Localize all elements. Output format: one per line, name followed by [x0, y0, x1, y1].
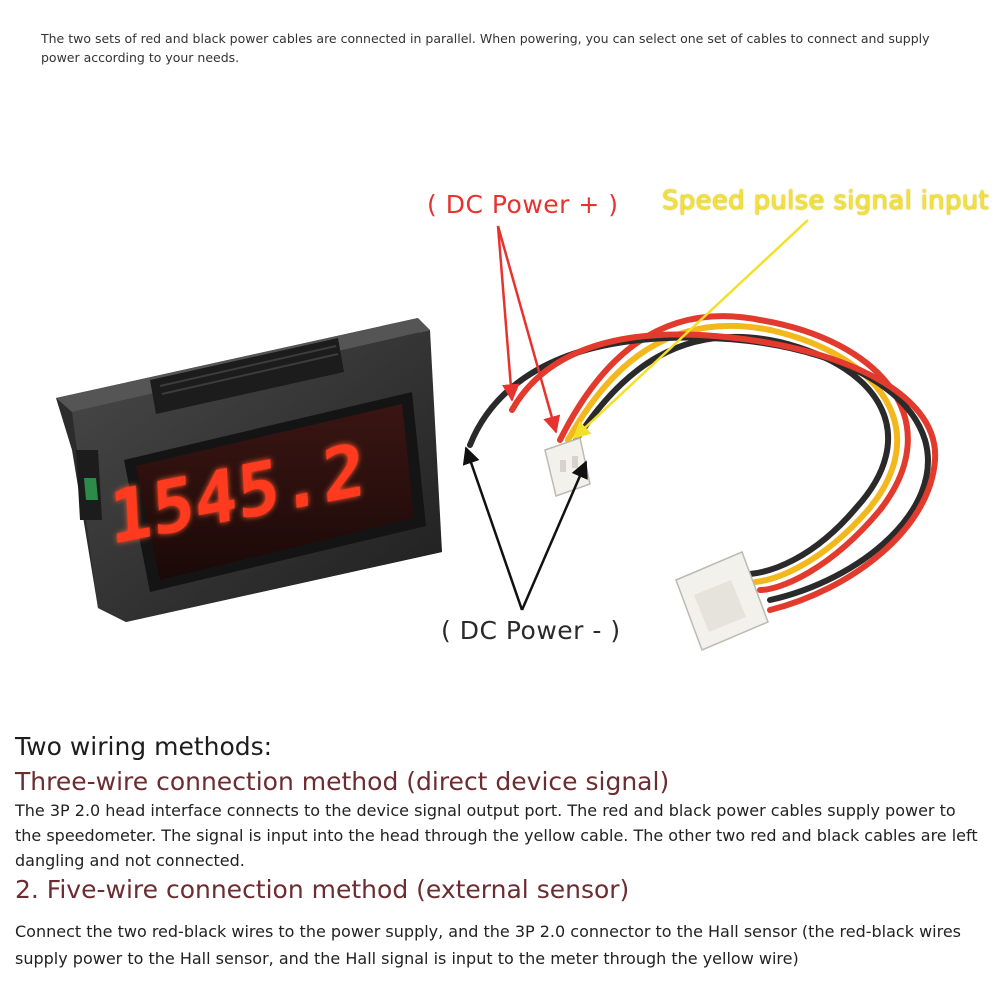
- label-dc-power-minus: ( DC Power - ): [441, 616, 621, 645]
- top-note: The two sets of red and black power cabl…: [41, 31, 930, 65]
- arrow-dc-plus: [496, 225, 561, 434]
- method2-body: Connect the two red-black wires to the p…: [15, 922, 962, 968]
- label-speed-pulse-signal: Speed pulse signal input: [662, 186, 990, 216]
- connector-5p: [675, 551, 769, 651]
- panel-meter: [56, 318, 442, 622]
- wire-harness: [467, 313, 939, 613]
- label-dc-power-plus: ( DC Power + ): [427, 190, 619, 219]
- arrow-dc-minus: [462, 446, 588, 611]
- method2-title: 2. Five-wire connection method (external…: [15, 875, 630, 904]
- method1-title: Three-wire connection method (direct dev…: [15, 767, 670, 796]
- section-title: Two wiring methods:: [15, 732, 273, 761]
- method1-body: The 3P 2.0 head interface connects to th…: [15, 801, 978, 870]
- arrow-speed-signal: [572, 219, 809, 440]
